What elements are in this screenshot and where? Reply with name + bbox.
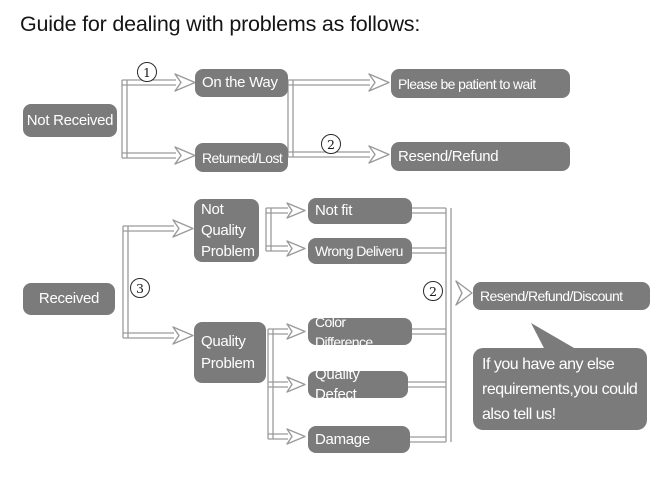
node-not-fit: Not fit bbox=[308, 198, 412, 224]
circled-number-3: 3 bbox=[130, 278, 150, 298]
note-speech-bubble: If you have any else requirements,you co… bbox=[473, 348, 647, 430]
node-returned-lost: Returned/Lost bbox=[195, 143, 288, 172]
node-damage: Damage bbox=[308, 426, 410, 453]
node-wrong-deliveru: Wrong Deliveru bbox=[308, 238, 412, 264]
circled-number-2-top: 2 bbox=[321, 134, 341, 154]
node-not-quality-problem: Not Quality Problem bbox=[194, 199, 259, 262]
node-received: Received bbox=[23, 283, 115, 315]
circled-number-2-bottom: 2 bbox=[423, 281, 443, 301]
node-quality-problem: Quality Problem bbox=[194, 322, 266, 383]
node-not-received: Not Received bbox=[23, 104, 117, 137]
circled-number-1: 1 bbox=[137, 62, 157, 82]
node-resend-refund-discount: Resend/Refund/Discount bbox=[473, 282, 650, 310]
node-color-difference: Color Difference bbox=[308, 314, 412, 350]
node-resend-refund: Resend/Refund bbox=[391, 142, 570, 171]
node-quality-defect: Quality Defect bbox=[308, 366, 408, 403]
page-title: Guide for dealing with problems as follo… bbox=[20, 12, 421, 36]
node-on-the-way: On the Way bbox=[195, 69, 288, 97]
node-please-be-patient: Please be patient to wait bbox=[391, 69, 570, 98]
